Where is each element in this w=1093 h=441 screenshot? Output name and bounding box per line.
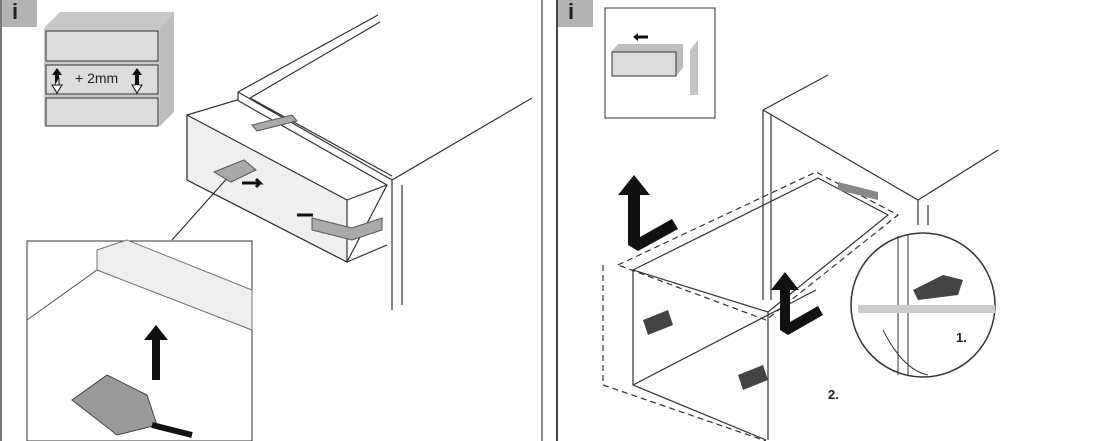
- right-instruction-panel: i 1. 2.: [556, 0, 1093, 441]
- drawer-removal-illustration: [602, 7, 999, 441]
- step-1-label: 1.: [956, 330, 967, 345]
- left-instruction-panel: i + 2mm: [0, 0, 543, 441]
- info-badge: i: [2, 0, 37, 27]
- drawer-installation-illustration: [26, 12, 533, 441]
- info-badge: i: [558, 0, 593, 27]
- cabinet-inset-icon: [44, 12, 174, 127]
- step-2-label: 2.: [828, 387, 839, 402]
- height-adjust-label: + 2mm: [75, 70, 119, 86]
- drawer-push-inset-icon: [604, 7, 716, 119]
